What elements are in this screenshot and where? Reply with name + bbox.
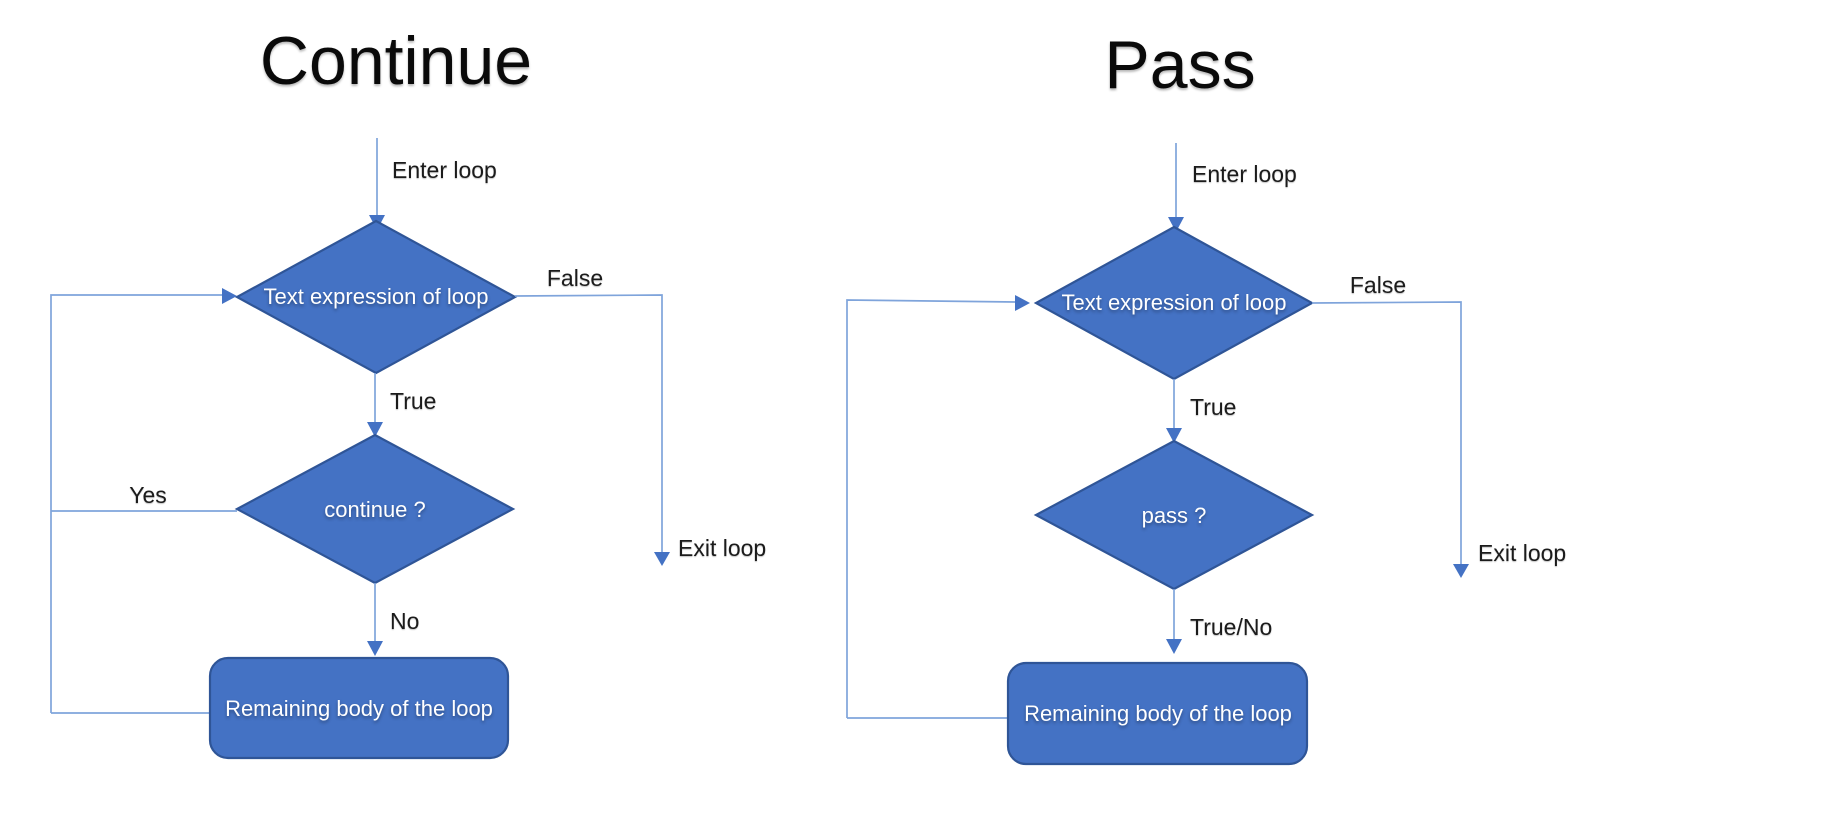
true-label: True — [1190, 394, 1236, 420]
decision-text: continue ? — [324, 497, 426, 522]
flowchart-pass: Pass Enter loop Text expression of loop … — [846, 27, 1566, 766]
false-label: False — [547, 265, 603, 291]
false-exit-connector — [1311, 301, 1462, 567]
false-label: False — [1350, 272, 1406, 298]
exit-arrowhead-icon — [1453, 564, 1469, 578]
body-text: Remaining body of the loop — [225, 696, 493, 721]
body-text: Remaining body of the loop — [1024, 701, 1292, 726]
condition-text: Text expression of loop — [1061, 290, 1286, 315]
exit-label: Exit loop — [678, 535, 766, 561]
false-exit-connector — [514, 294, 663, 555]
branch-arrowhead-icon — [1166, 639, 1182, 654]
body-box — [1006, 661, 1309, 766]
chart-title: Continue — [260, 23, 532, 99]
condition-diamond — [234, 219, 518, 375]
branch-label: True/No — [1190, 614, 1272, 640]
enter-arrowhead-icon — [1168, 217, 1184, 232]
loopback-connector — [50, 294, 222, 713]
yes-label: Yes — [129, 482, 167, 508]
true-arrowhead-icon — [1166, 428, 1182, 443]
true-arrowhead-icon — [367, 422, 383, 437]
enter-label: Enter loop — [392, 157, 497, 183]
enter-label: Enter loop — [1192, 161, 1297, 187]
no-label: No — [390, 608, 419, 634]
no-arrowhead-icon — [367, 641, 383, 656]
true-label: True — [390, 388, 436, 414]
flowchart-continue: Continue Enter loop Text expression of l… — [50, 23, 766, 760]
decision-text: pass ? — [1142, 503, 1207, 528]
exit-label: Exit loop — [1478, 540, 1566, 566]
loopback-arrowhead-icon — [222, 288, 237, 304]
loopback-connector — [846, 299, 1016, 718]
body-box — [208, 656, 510, 760]
condition-text: Text expression of loop — [263, 284, 488, 309]
loopback-arrowhead-icon — [1015, 295, 1030, 311]
chart-title: Pass — [1104, 27, 1255, 103]
exit-arrowhead-icon — [654, 552, 670, 566]
